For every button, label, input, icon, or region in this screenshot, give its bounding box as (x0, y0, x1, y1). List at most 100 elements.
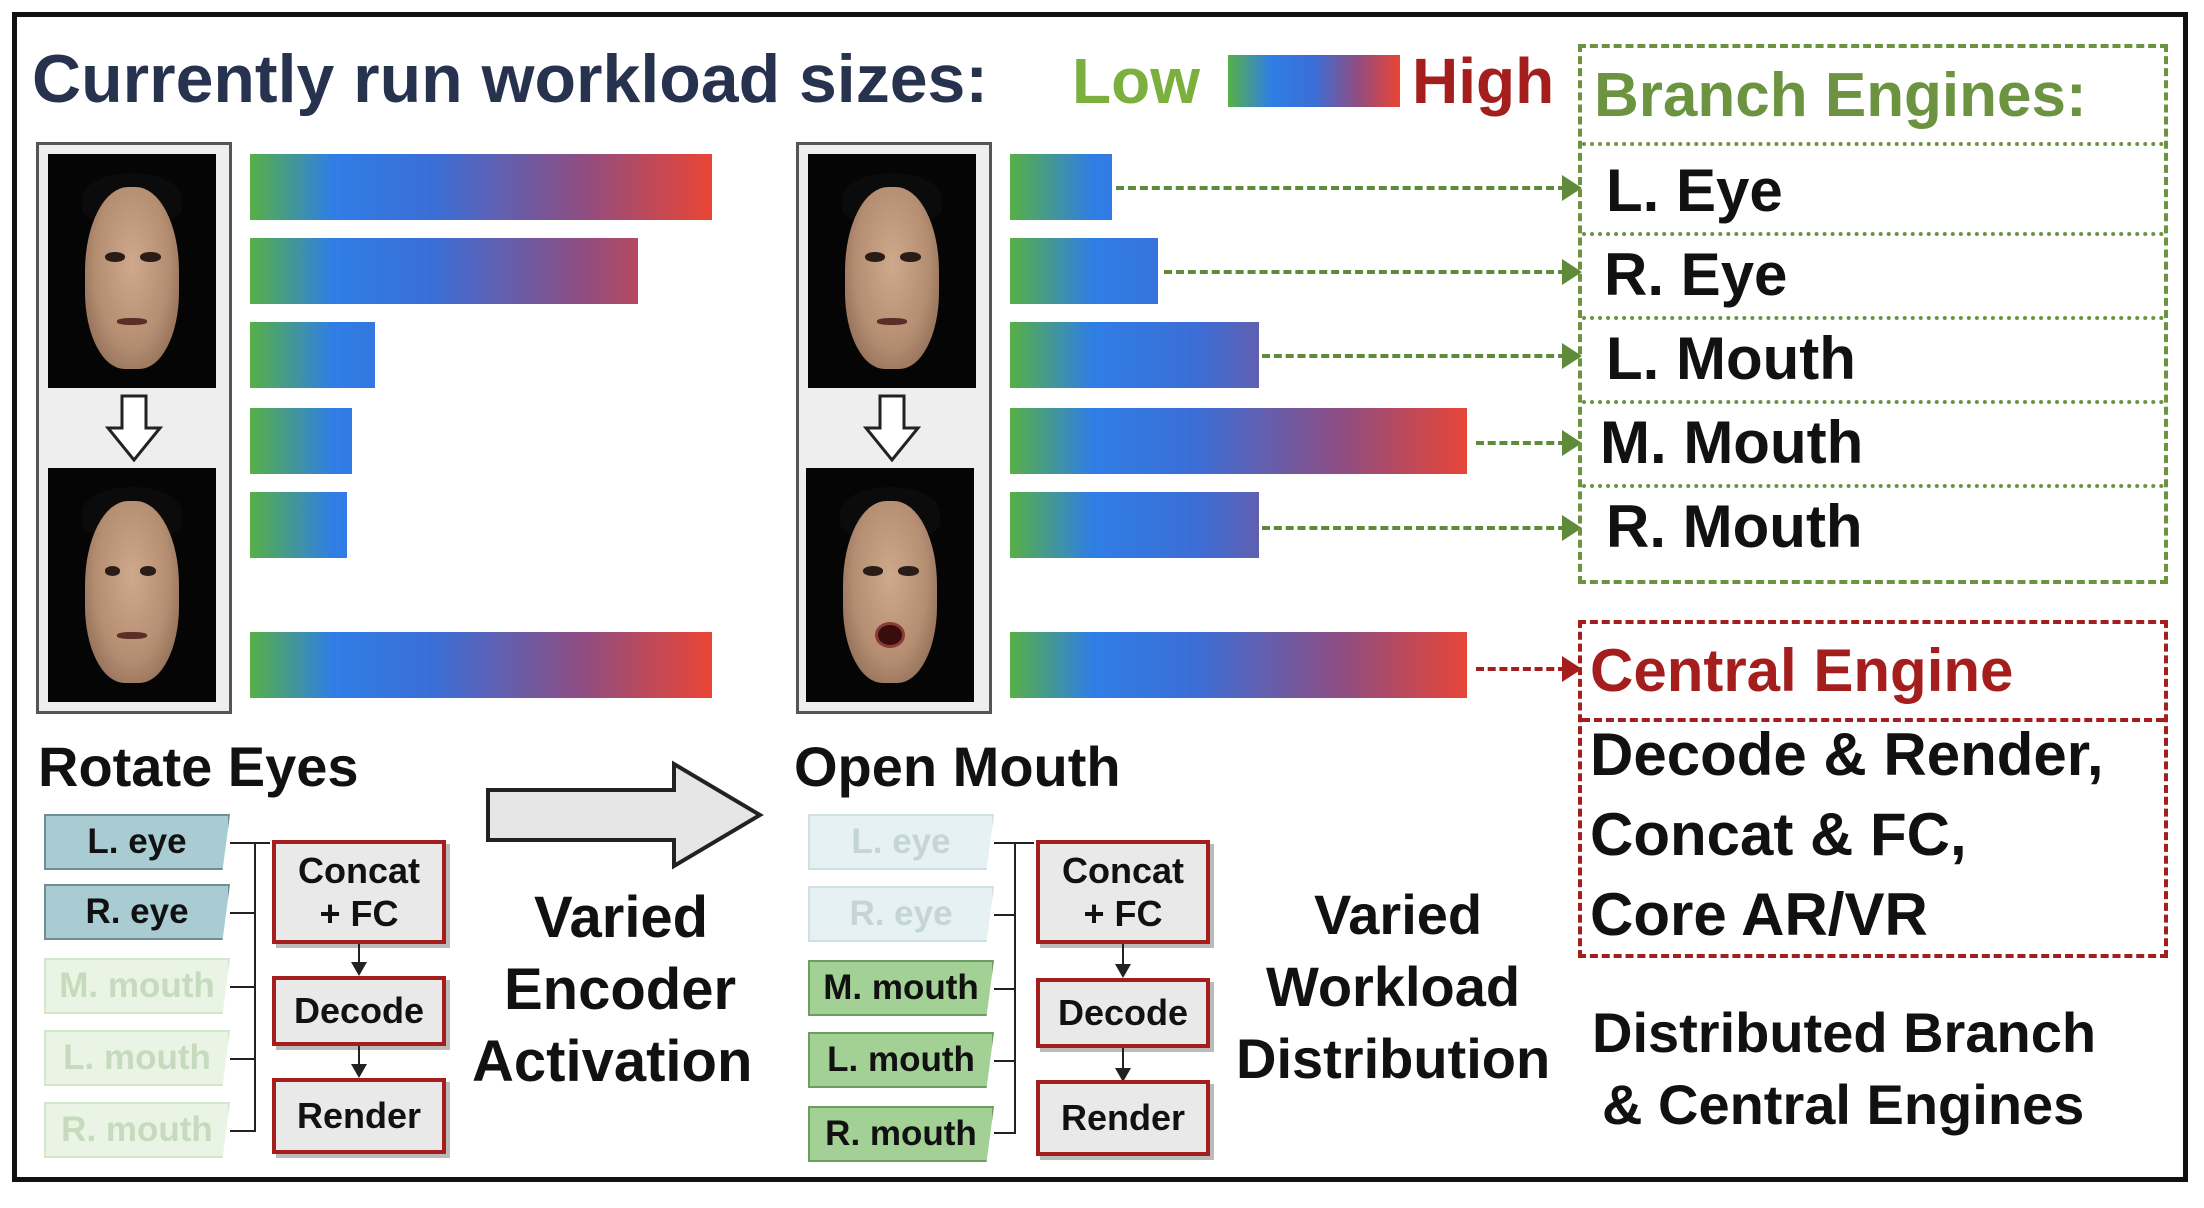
left-workload-bar (250, 632, 712, 698)
central-item-core: Core AR/VR (1590, 881, 1928, 948)
connector-l-eye (1116, 186, 1566, 190)
arrowhead-icon (1562, 175, 1582, 201)
encoder-r-eye: R. eye (44, 884, 230, 940)
connector-line (1122, 944, 1124, 972)
arrow-down-icon (351, 1064, 367, 1078)
down-arrow-icon-2 (862, 394, 922, 463)
face-image-neutral-2 (808, 154, 976, 388)
connector-line (358, 944, 360, 970)
divider (1582, 316, 2164, 320)
caption-open-mouth: Open Mouth (794, 735, 1121, 798)
arrowhead-icon (1562, 430, 1582, 456)
connector-l-mouth (1262, 354, 1566, 358)
arrow-down-icon (1115, 1068, 1131, 1082)
header-title: Currently run workload sizes: (32, 41, 988, 117)
divider (1582, 400, 2164, 404)
block-concat-fc-2: Concat + FC (1036, 840, 1210, 944)
branch-engine-r-mouth: R. Mouth (1606, 493, 1863, 560)
left-workload-bar (250, 492, 347, 558)
connector-line (1122, 1048, 1124, 1076)
face-image-mouth-open (806, 468, 974, 702)
connector-r-mouth (1262, 526, 1566, 530)
branch-engine-l-eye: L. Eye (1606, 157, 1783, 224)
central-title-divider (1582, 718, 2164, 722)
connector-line (230, 1130, 254, 1132)
right-workload-bar (1010, 322, 1259, 388)
right-workload-bar (1010, 632, 1467, 698)
right-side-text-2: Workload (1266, 955, 1521, 1018)
arrowhead-icon (1562, 515, 1582, 541)
divider (1582, 232, 2164, 236)
right-workload-bar (1010, 492, 1259, 558)
figure-frame (12, 12, 2188, 1182)
encoder-l-eye: L. eye (44, 814, 230, 870)
branch-engines-title: Branch Engines: (1594, 61, 2087, 130)
branch-engine-r-eye: R. Eye (1604, 241, 1788, 308)
right-workload-bar (1010, 154, 1112, 220)
arrowhead-icon (1562, 656, 1582, 682)
encoder-m-mouth-2: M. mouth (808, 960, 994, 1016)
right-workload-bar (1010, 408, 1467, 474)
branch-engines-box (1578, 44, 2168, 584)
left-workload-bar (250, 322, 375, 388)
central-item-concat-fc: Concat & FC, (1590, 801, 1967, 868)
face-image-eyes-rotated (48, 468, 216, 702)
left-workload-bar (250, 238, 638, 304)
encoder-l-mouth: L. mouth (44, 1030, 230, 1086)
connector-line (230, 1058, 254, 1060)
right-side-text-1: Varied (1314, 883, 1483, 946)
encoder-l-mouth-2: L. mouth (808, 1032, 994, 1088)
block-decode: Decode (272, 976, 446, 1046)
arrow-down-icon (1115, 964, 1131, 978)
central-item-decode-render: Decode & Render, (1590, 721, 2104, 788)
connector-line (230, 986, 254, 988)
encoder-m-mouth: M. mouth (44, 958, 230, 1014)
connector-m-mouth (1476, 441, 1566, 445)
block-render-2: Render (1036, 1080, 1210, 1156)
footer-line-1: Distributed Branch (1592, 1001, 2097, 1064)
connector-line (230, 912, 254, 914)
legend-low-label: Low (1072, 45, 1200, 117)
branch-engine-l-mouth: L. Mouth (1606, 325, 1856, 392)
encoder-l-eye-2: L. eye (808, 814, 994, 870)
encoder-r-mouth: R. mouth (44, 1102, 230, 1158)
block-decode-2: Decode (1036, 978, 1210, 1048)
caption-rotate-eyes: Rotate Eyes (38, 735, 359, 798)
central-engine-box (1578, 620, 2168, 958)
down-arrow-icon (104, 394, 164, 463)
divider (1582, 142, 2164, 146)
connector-line (358, 1046, 360, 1072)
footer-line-2: & Central Engines (1602, 1073, 2085, 1136)
connector-line (994, 842, 1034, 844)
big-right-arrow-icon (486, 760, 764, 870)
face-image-neutral (48, 154, 216, 388)
middle-text-2: Encoder (504, 957, 737, 1022)
connector-line (230, 842, 270, 844)
right-side-text-3: Distribution (1236, 1027, 1551, 1090)
connector-line (254, 842, 256, 1132)
encoder-r-eye-2: R. eye (808, 886, 994, 942)
encoder-r-mouth-2: R. mouth (808, 1106, 994, 1162)
arrowhead-icon (1562, 343, 1582, 369)
divider (1582, 484, 2164, 488)
legend-high-label: High (1412, 45, 1555, 117)
legend-gradient-bar (1228, 55, 1400, 107)
connector-central (1476, 667, 1566, 671)
middle-text-1: Varied (534, 885, 709, 950)
block-concat-fc: Concat + FC (272, 840, 446, 944)
block-render: Render (272, 1078, 446, 1154)
right-workload-bar (1010, 238, 1158, 304)
connector-line (1014, 842, 1016, 1134)
central-engine-title: Central Engine (1590, 637, 2014, 704)
branch-engine-m-mouth: M. Mouth (1600, 409, 1864, 476)
connector-r-eye (1164, 270, 1566, 274)
connector-line (994, 914, 1014, 916)
arrow-down-icon (351, 962, 367, 976)
left-workload-bar (250, 154, 712, 220)
arrowhead-icon (1562, 259, 1582, 285)
left-workload-bar (250, 408, 352, 474)
connector-line (994, 1060, 1014, 1062)
connector-line (994, 988, 1014, 990)
middle-text-3: Activation (472, 1029, 753, 1094)
connector-line (994, 1132, 1014, 1134)
